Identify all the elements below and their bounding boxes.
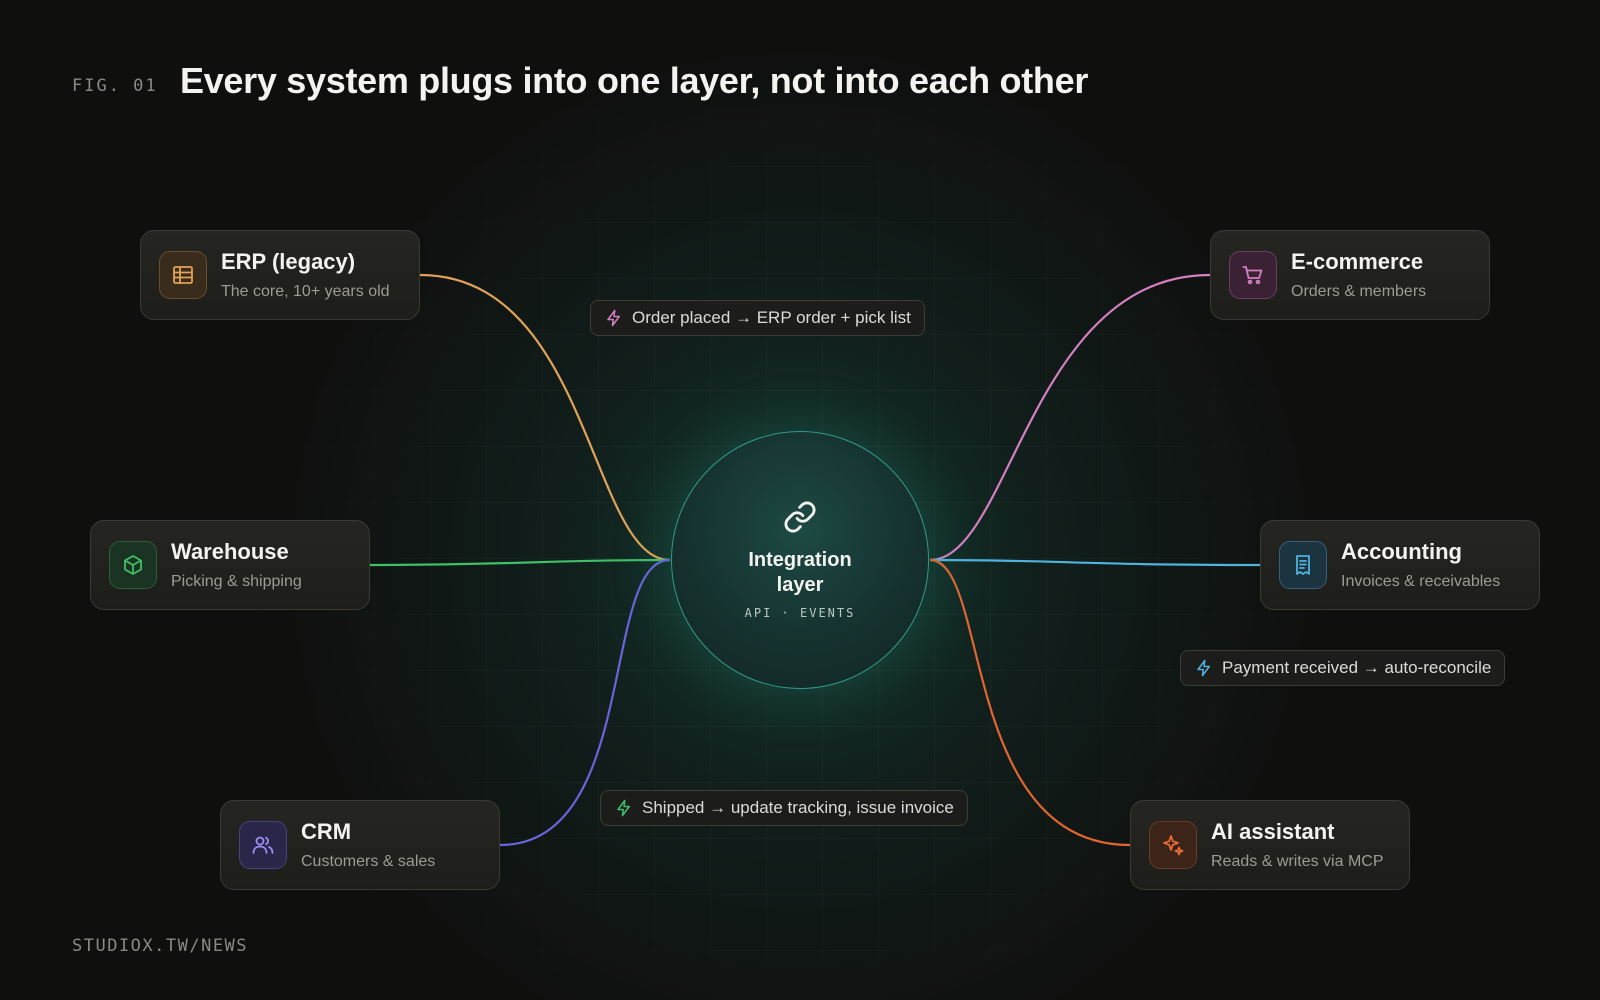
footer-url: STUDIOX.TW/NEWS: [72, 936, 249, 956]
receipt-icon: [1296, 555, 1310, 575]
accounting-connector: [929, 558, 1261, 567]
bolt-icon: [617, 799, 630, 817]
ecommerce-connector: [929, 273, 1211, 562]
event-order-placed: Order placed → ERP order + pick list: [590, 300, 925, 336]
ai-connector: [929, 558, 1131, 847]
link-icon: [784, 501, 816, 533]
bolt-icon: [607, 309, 620, 327]
table-icon: [173, 266, 193, 284]
box-icon: [124, 555, 142, 575]
ai-icon-tile: [1149, 821, 1197, 869]
warehouse-icon-tile: [109, 541, 157, 589]
figure-label: FIG. 01: [72, 76, 158, 96]
erp-card[interactable]: ERP (legacy) The core, 10+ years old: [140, 230, 420, 320]
users-icon: [252, 836, 274, 854]
ecommerce-subtitle: Orders & members: [1291, 283, 1427, 300]
cart-icon: [1242, 266, 1263, 285]
erp-icon-tile: [159, 251, 207, 299]
warehouse-connector: [369, 558, 671, 567]
hub-title: Integration layer: [748, 549, 852, 596]
hub-subtitle: API · EVENTS: [744, 606, 856, 620]
sparkle-icon: [1163, 835, 1184, 856]
warehouse-title: Warehouse: [171, 539, 289, 564]
ecommerce-title: E-commerce: [1291, 249, 1424, 274]
erp-subtitle: The core, 10+ years old: [221, 283, 390, 300]
event-payment-text: Payment received → auto-reconcile: [1222, 658, 1492, 677]
ecommerce-icon-tile: [1229, 251, 1277, 299]
ai-assistant-card[interactable]: AI assistant Reads & writes via MCP: [1130, 800, 1410, 890]
integration-layer-hub[interactable]: Integration layer API · EVENTS: [671, 431, 929, 689]
ecommerce-card[interactable]: E-commerce Orders & members: [1210, 230, 1490, 320]
accounting-subtitle: Invoices & receivables: [1341, 573, 1501, 590]
crm-subtitle: Customers & sales: [301, 853, 436, 870]
erp-connector: [419, 273, 671, 562]
crm-icon-tile: [239, 821, 287, 869]
event-shipped-text: Shipped → update tracking, issue invoice: [642, 798, 954, 817]
ai-subtitle: Reads & writes via MCP: [1211, 853, 1384, 870]
crm-card[interactable]: CRM Customers & sales: [220, 800, 500, 890]
ai-title: AI assistant: [1211, 819, 1335, 844]
event-payment-received: Payment received → auto-reconcile: [1180, 650, 1506, 686]
accounting-icon-tile: [1279, 541, 1327, 589]
accounting-card[interactable]: Accounting Invoices & receivables: [1260, 520, 1540, 610]
accounting-title: Accounting: [1341, 539, 1462, 564]
event-shipped: Shipped → update tracking, issue invoice: [600, 790, 968, 826]
bolt-icon: [1197, 659, 1210, 677]
crm-connector: [499, 558, 671, 847]
warehouse-card[interactable]: Warehouse Picking & shipping: [90, 520, 370, 610]
crm-title: CRM: [301, 819, 352, 844]
page-title: Every system plugs into one layer, not i…: [180, 60, 1089, 101]
erp-title: ERP (legacy): [221, 249, 356, 274]
warehouse-subtitle: Picking & shipping: [171, 573, 302, 590]
event-order-text: Order placed → ERP order + pick list: [632, 308, 911, 327]
